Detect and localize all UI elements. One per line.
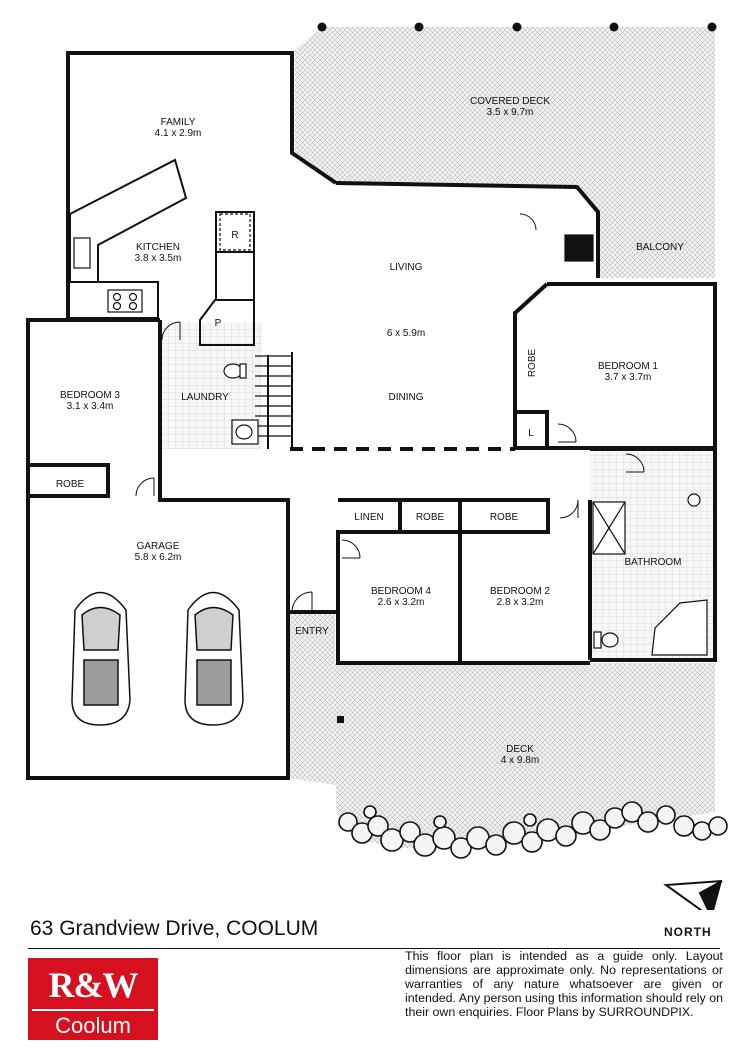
car-left	[71, 591, 131, 726]
deck-area	[288, 612, 715, 848]
living-label: LIVING	[390, 262, 423, 273]
garage-label: GARAGE	[137, 541, 180, 552]
garage-dims: 5.8 x 6.2m	[135, 552, 182, 563]
robe-bedroom4-label: ROBE	[416, 512, 445, 523]
property-address: 63 Grandview Drive, COOLUM	[30, 917, 319, 940]
bedroom4-label: BEDROOM 4	[371, 586, 431, 597]
bedroom2-label: BEDROOM 2	[490, 586, 550, 597]
agency-logo: R&W Coolum	[28, 958, 158, 1040]
thin-walls	[69, 158, 548, 449]
covered-deck-dims: 3.5 x 9.7m	[487, 107, 534, 118]
car-right	[184, 591, 244, 726]
garden-shrubs	[338, 801, 728, 859]
north-label: NORTH	[664, 925, 712, 939]
laundry-label: LAUNDRY	[181, 392, 229, 403]
deck-post	[337, 716, 344, 723]
balcony-label: BALCONY	[636, 242, 684, 253]
disclaimer-text: This floor plan is intended as a guide o…	[405, 949, 723, 1019]
bathroom-label: BATHROOM	[624, 557, 681, 568]
stairs	[255, 352, 293, 449]
dining-label: DINING	[389, 392, 424, 403]
robe-bedroom2-label: ROBE	[490, 512, 519, 523]
logo-divider	[32, 1009, 154, 1011]
footer-divider	[28, 948, 720, 949]
robe-bedroom3-label: ROBE	[56, 479, 85, 490]
deck-dims: 4 x 9.8m	[501, 755, 539, 766]
family-label: FAMILY	[161, 117, 196, 128]
bedroom3-dims: 3.1 x 3.4m	[67, 401, 114, 412]
deck-posts	[317, 22, 717, 32]
bedroom2-dims: 2.8 x 3.2m	[497, 597, 544, 608]
robe-bedroom1-label: ROBE	[527, 349, 538, 378]
living-dims: 6 x 5.9m	[387, 328, 425, 339]
entry-label: ENTRY	[295, 626, 329, 637]
linen-cupboard-label: L	[528, 428, 534, 439]
floor-plan: COVERED DECK 3.5 x 9.7m FAMILY 4.1 x 2.9…	[26, 22, 728, 910]
fixtures	[73, 213, 708, 656]
covered-deck-area	[295, 27, 715, 212]
logo-brand: R&W	[48, 965, 139, 1005]
pantry-label: P	[215, 318, 222, 329]
bedroom1-dims: 3.7 x 3.7m	[605, 372, 652, 383]
family-dims: 4.1 x 2.9m	[155, 128, 202, 139]
bedroom4-dims: 2.6 x 3.2m	[378, 597, 425, 608]
bedroom3-label: BEDROOM 3	[60, 390, 120, 401]
kitchen-dims: 3.8 x 3.5m	[135, 253, 182, 264]
deck-label: DECK	[506, 744, 534, 755]
linen-label: LINEN	[354, 512, 383, 523]
balcony-area	[598, 212, 715, 278]
covered-deck-label: COVERED DECK	[470, 96, 550, 107]
bedroom1-label: BEDROOM 1	[598, 361, 658, 372]
kitchen-label: KITCHEN	[136, 242, 180, 253]
fridge-label: R	[231, 230, 238, 241]
logo-office: Coolum	[55, 1013, 131, 1038]
door-swings	[135, 213, 645, 613]
north-arrow-icon	[663, 880, 723, 910]
